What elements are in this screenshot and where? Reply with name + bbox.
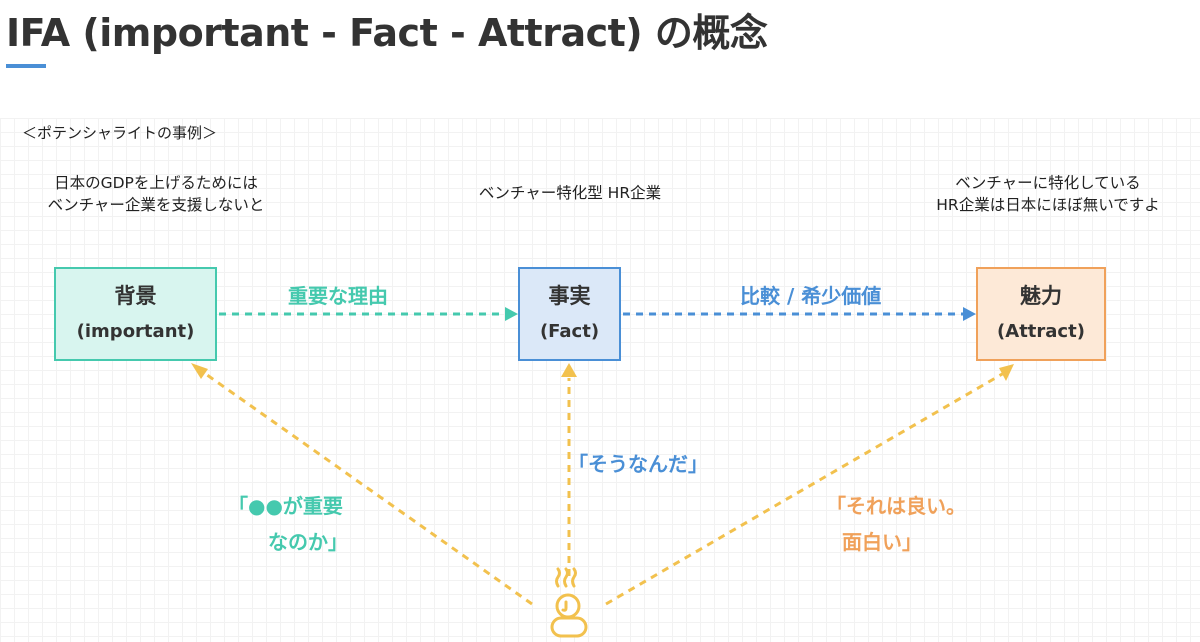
arrow-head-icon	[999, 364, 1014, 381]
diagram-grid-background	[0, 118, 1200, 642]
box-attract: 魅力 (Attract)	[976, 267, 1106, 361]
reaction-important: 「●●が重要 なのか」	[228, 488, 348, 560]
person-icon	[550, 567, 588, 638]
arrow-head-icon	[561, 363, 577, 377]
quote-fact: ベンチャー特化型 HR企業	[420, 182, 720, 204]
arrow-person-to-important	[199, 368, 533, 606]
quote-important-line-1: 日本のGDPを上げるためには	[54, 174, 258, 192]
quote-important: 日本のGDPを上げるためには ベンチャー企業を支援しないと	[8, 172, 304, 216]
reaction-attract-line-2: 面白い」	[842, 530, 922, 554]
title-underline	[6, 64, 46, 68]
box-important-title: 背景	[114, 284, 157, 308]
reaction-important-line-1: 「●●が重要	[228, 494, 343, 518]
quote-attract-line-2: HR企業は日本にほぼ無いですよ	[936, 196, 1160, 214]
reaction-fact-line-1: 「そうなんだ」	[568, 452, 708, 476]
quote-attract-line-1: ベンチャーに特化している	[955, 174, 1141, 192]
arrow-label-compare: 比較 / 希少価値	[740, 284, 882, 308]
box-fact: 事実 (Fact)	[518, 267, 621, 361]
box-attract-title: 魅力	[1020, 284, 1062, 308]
page-title: IFA (important - Fact - Attract) の概念	[6, 11, 768, 55]
quote-fact-line-1: ベンチャー特化型 HR企業	[478, 184, 662, 202]
arrow-head-icon	[963, 307, 976, 321]
box-important: 背景 (important)	[54, 267, 217, 361]
box-fact-subtitle: (Fact)	[539, 321, 600, 342]
reaction-attract-line-1: 「それは良い。	[826, 494, 966, 518]
arrow-person-to-attract	[605, 371, 1005, 606]
arrow-label-reason: 重要な理由	[288, 284, 388, 308]
box-important-subtitle: (important)	[76, 321, 195, 342]
box-fact-title: 事実	[548, 284, 591, 308]
arrow-head-icon	[191, 363, 208, 379]
quote-attract: ベンチャーに特化している HR企業は日本にほぼ無いですよ	[898, 172, 1198, 216]
quote-important-line-2: ベンチャー企業を支援しないと	[47, 196, 265, 214]
box-attract-subtitle: (Attract)	[997, 321, 1085, 342]
reaction-important-line-2: なのか」	[268, 530, 348, 554]
reaction-attract: 「それは良い。 面白い」	[826, 488, 966, 560]
arrow-head-icon	[505, 307, 518, 321]
example-label: ＜ポテンシャライトの事例＞	[22, 124, 218, 142]
reaction-fact: 「そうなんだ」	[568, 446, 708, 482]
